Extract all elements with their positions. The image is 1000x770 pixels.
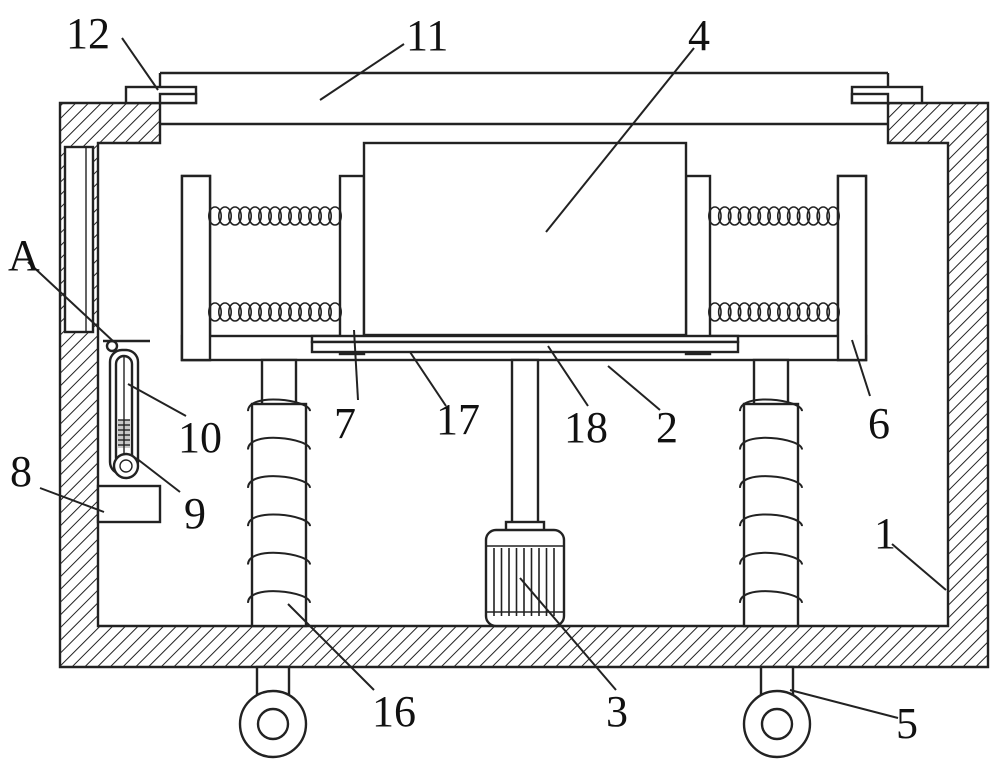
spring-coil [727,302,742,322]
part-labels: 12 11 4 A 10 9 8 7 17 18 2 6 1 16 3 5 [8,9,918,748]
spring-coil [776,302,791,322]
spring-coil [267,206,282,226]
spring-coil [228,206,243,226]
spring-coil [317,302,332,322]
lid [158,71,890,126]
spring-coil [277,206,292,226]
spring-coil [218,206,233,226]
latch-spring [118,419,130,448]
horizontal-springs [208,206,840,322]
spring-coil [257,302,272,322]
spring-coil [248,206,263,226]
motor-fins [486,545,564,616]
spring-coil [257,206,272,226]
column-right [739,358,803,628]
spring-coil [297,206,312,226]
label-17: 17 [436,395,480,444]
helix-coil [739,398,803,604]
spring-coil [747,206,762,226]
spring-coil [776,206,791,226]
column-spring-left [247,398,311,604]
spring-coil [737,302,752,322]
label-4: 4 [688,11,710,60]
spring-coil [806,302,821,322]
spring-coil [287,302,302,322]
spring-coil [248,302,263,322]
spring-coil [708,302,722,322]
spring-coil [786,206,801,226]
clamp-left [338,174,366,356]
spring-coil [267,302,282,322]
spring-coil [717,302,732,322]
spring-coil [277,302,292,322]
label-7: 7 [334,399,356,448]
label-A: A [8,231,40,280]
label-1: 1 [874,509,896,558]
spring-coil [327,302,342,322]
column-left [247,358,311,628]
label-12: 12 [66,9,110,58]
hinge-right [850,85,924,105]
stop-block [96,484,162,524]
motor [484,528,566,628]
spring-coil [796,302,811,322]
spring-coil [708,206,722,226]
spring-coil [238,206,253,226]
label-11: 11 [406,11,448,60]
spring-coil [307,302,322,322]
spring-coil [796,206,811,226]
spring-coil [238,302,253,322]
label-8: 8 [10,447,32,496]
leader-lines [27,37,947,719]
spring-coil [717,206,732,226]
bottom-plate [310,340,740,354]
housing-wall [58,101,990,669]
latch-assembly [103,339,150,480]
spring-coil [218,302,233,322]
spring-coil [816,302,831,322]
spring-coil [737,206,752,226]
workpiece-box [362,141,688,337]
spring-coil [826,302,840,322]
spring-coil [767,206,781,226]
label-9: 9 [184,489,206,538]
spring-coil [806,206,821,226]
label-2: 2 [656,403,678,452]
label-10: 10 [178,413,222,462]
clamp-right [684,174,712,356]
spring-coil [826,206,840,226]
spring-coil [297,302,312,322]
wheel-right [742,665,812,759]
hinge-left [124,85,198,105]
spring-coil [208,206,223,226]
spring-coil [757,302,772,322]
spring-coil [767,302,781,322]
spring-coil [327,206,342,226]
spring-coil [816,206,831,226]
spring-coil [786,302,801,322]
label-18: 18 [564,403,608,452]
label-6: 6 [868,399,890,448]
label-3: 3 [606,687,628,736]
spring-coil [208,302,223,322]
spring-coil [727,206,742,226]
housing [58,101,990,669]
label-5: 5 [896,699,918,748]
spring-coil [757,206,772,226]
spring-coil [307,206,322,226]
spring-coil [287,206,302,226]
spring-coil [228,302,243,322]
column-spring-right [739,398,803,604]
label-16: 16 [372,687,416,736]
spring-coil [747,302,762,322]
drive-shaft [510,358,540,526]
wheel-left [238,665,308,759]
spring-coil [317,206,332,226]
helix-coil [247,398,311,604]
